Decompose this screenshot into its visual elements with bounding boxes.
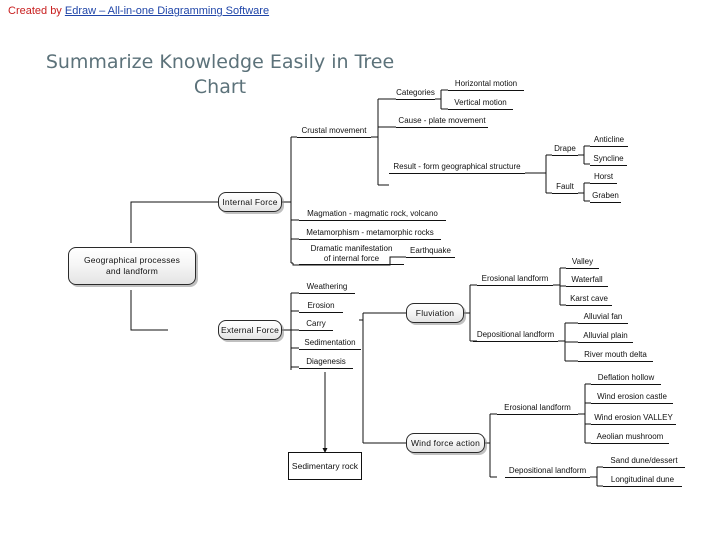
node-sedimentary-rock[interactable]: Sedimentary rock <box>288 452 362 480</box>
credit-prefix: Created by <box>8 5 65 17</box>
leaf-deflation-hollow[interactable]: Deflation hollow <box>591 373 661 385</box>
page-title: Summarize Knowledge Easily in Tree Chart <box>45 51 395 98</box>
leaf-aeolian-mushroom[interactable]: Aeolian mushroom <box>591 432 669 444</box>
leaf-syncline[interactable]: Syncline <box>590 154 627 166</box>
leaf-horizontal-motion[interactable]: Horizontal motion <box>448 79 524 91</box>
leaf-cause-plate-movement[interactable]: Cause - plate movement <box>396 116 488 128</box>
leaf-karst-cave[interactable]: Karst cave <box>566 294 612 306</box>
node-wind-force-action[interactable]: Wind force action <box>406 433 485 453</box>
leaf-result-geographical-structure[interactable]: Result - form geographical structure <box>389 162 525 174</box>
leaf-anticline[interactable]: Anticline <box>590 135 628 147</box>
node-root[interactable]: Geographical processes and landform <box>68 247 196 285</box>
leaf-vertical-motion[interactable]: Vertical motion <box>448 98 513 110</box>
leaf-river-mouth-delta[interactable]: River mouth delta <box>578 350 653 362</box>
leaf-alluvial-plain[interactable]: Alluvial plain <box>578 331 633 343</box>
leaf-categories[interactable]: Categories <box>396 88 435 100</box>
leaf-metamorphism[interactable]: Metamorphism - metamorphic rocks <box>299 228 441 240</box>
leaf-weathering[interactable]: Weathering <box>299 282 355 294</box>
leaf-magmation[interactable]: Magmation - magmatic rock, volcano <box>299 209 446 221</box>
leaf-sand-dune-dessert[interactable]: Sand dune/dessert <box>603 456 685 468</box>
leaf-sedimentation[interactable]: Sedimentation <box>299 338 361 350</box>
leaf-longitudinal-dune[interactable]: Longitudinal dune <box>603 475 682 487</box>
leaf-graben[interactable]: Graben <box>590 191 621 203</box>
leaf-erosion[interactable]: Erosion <box>299 301 343 313</box>
leaf-crustal-movement[interactable]: Crustal movement <box>297 126 371 138</box>
leaf-dramatic-manifestation[interactable]: Dramatic manifestation of internal force <box>299 244 404 265</box>
leaf-fault[interactable]: Fault <box>552 182 578 194</box>
leaf-wind-erosion-valley[interactable]: Wind erosion VALLEY <box>591 413 676 425</box>
leaf-wind-erosional-landform[interactable]: Erosional landform <box>497 403 578 415</box>
leaf-earthquake[interactable]: Earthquake <box>406 246 455 258</box>
leaf-carry[interactable]: Carry <box>299 319 333 331</box>
leaf-alluvial-fan[interactable]: Alluvial fan <box>578 312 628 324</box>
leaf-fluviation-erosional-landform[interactable]: Erosional landform <box>477 274 553 286</box>
leaf-drape[interactable]: Drape <box>552 144 578 156</box>
node-external-force[interactable]: External Force <box>218 320 282 340</box>
leaf-horst[interactable]: Horst <box>590 172 617 184</box>
leaf-wind-erosion-castle[interactable]: Wind erosion castle <box>591 392 673 404</box>
node-internal-force[interactable]: Internal Force <box>218 192 282 212</box>
leaf-valley[interactable]: Valley <box>566 257 599 269</box>
leaf-wind-depositional-landform[interactable]: Depositional landform <box>505 466 590 478</box>
node-fluviation[interactable]: Fluviation <box>406 303 464 323</box>
credit-line: Created by Edraw – All-in-one Diagrammin… <box>8 5 269 18</box>
leaf-fluviation-depositional-landform[interactable]: Depositional landform <box>473 330 558 342</box>
leaf-diagenesis[interactable]: Diagenesis <box>299 357 353 369</box>
leaf-waterfall[interactable]: Waterfall <box>566 275 608 287</box>
edraw-link[interactable]: Edraw – All-in-one Diagramming Software <box>64 5 270 17</box>
